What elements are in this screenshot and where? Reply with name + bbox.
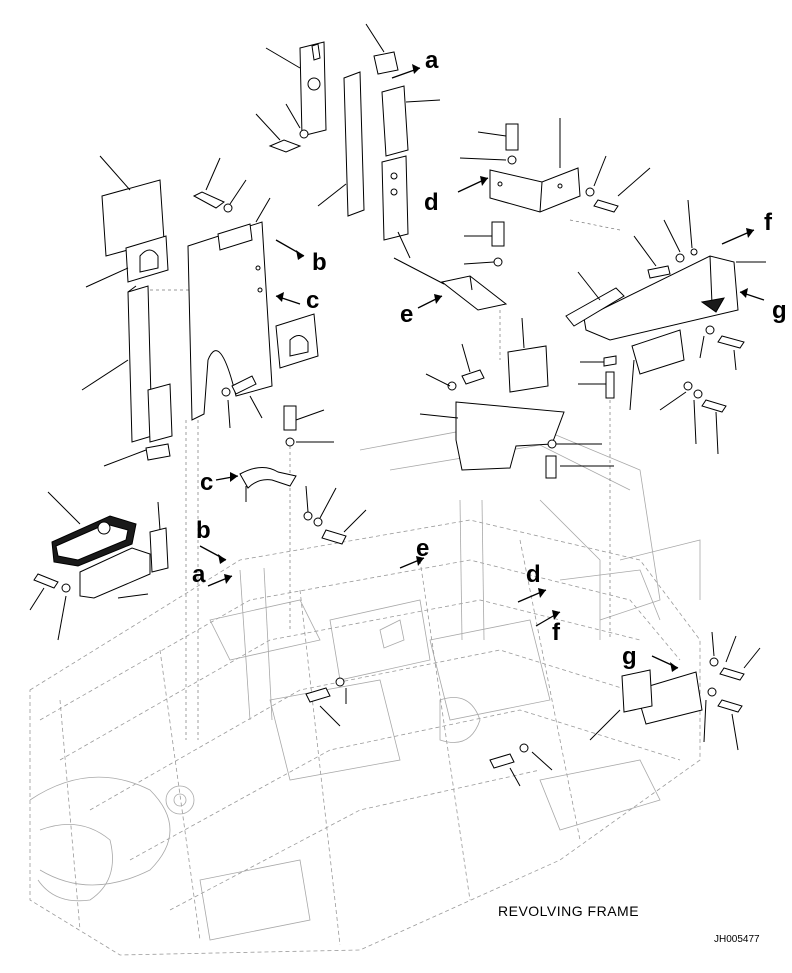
revolving-frame: [29, 419, 701, 956]
callout-e-top: e: [400, 301, 413, 328]
callout-g-top: g: [772, 297, 787, 324]
left-cover-group: [81, 155, 319, 467]
callout-b-top: b: [312, 249, 327, 276]
lower-left-parts: [29, 491, 169, 641]
frame-label: REVOLVING FRAME: [498, 903, 639, 919]
center-brackets: [239, 257, 614, 502]
callout-a-bottom: a: [192, 561, 206, 588]
callout-g-bottom: g: [622, 643, 637, 670]
callout-arrows: [199, 64, 765, 672]
callout-f-top: f: [764, 209, 773, 236]
callout-b-bottom: b: [196, 517, 211, 544]
callout-f-bottom: f: [552, 619, 561, 646]
lower-center-bolts: [303, 485, 553, 787]
callout-a-top: a: [425, 47, 439, 74]
assembly-guide-lines: [150, 219, 621, 740]
callout-c-top: c: [306, 287, 319, 314]
callout-c-bottom: c: [200, 469, 213, 496]
callout-e-bottom: e: [416, 535, 429, 562]
callout-d-bottom: d: [526, 561, 541, 588]
callout-labels: a b c d e f g c b a e d f g: [192, 47, 787, 670]
drawing-code: JH005477: [714, 934, 760, 945]
lower-right-parts: [589, 631, 761, 751]
callout-d-top: d: [424, 189, 439, 216]
top-right-brackets: [459, 118, 766, 455]
top-center-plates: [255, 23, 441, 259]
